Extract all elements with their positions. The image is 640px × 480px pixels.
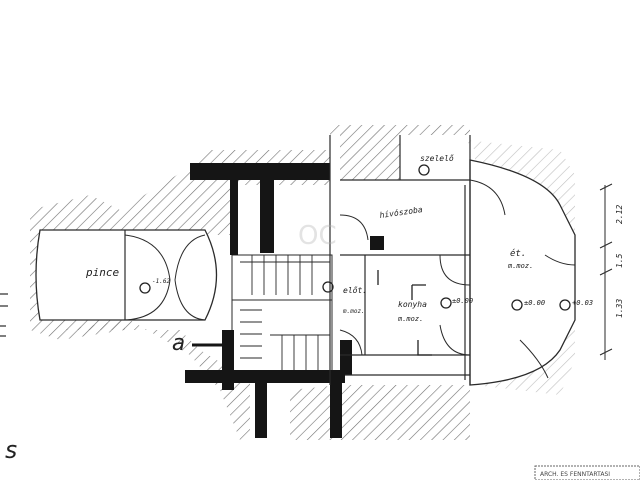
room-label-eloter: előt.	[343, 286, 367, 295]
room-label-etkezo: ét.	[510, 248, 526, 259]
room-floor-konyha: m.moz.	[397, 315, 423, 323]
dimension-label-1: 2.12	[615, 205, 624, 224]
dimension-label-3: 1.33	[615, 299, 624, 318]
room-areas	[35, 159, 576, 386]
level-mark-2: ±0.00	[524, 299, 545, 307]
level-mark-pince: -1.62	[152, 278, 170, 285]
room-floor-eloter: m.moz.	[342, 308, 365, 315]
room-label-konyha: konyha	[398, 300, 427, 309]
dimension-label-2: 1.5	[615, 253, 624, 268]
side-letter-s: s	[4, 436, 18, 464]
staircase	[240, 255, 330, 370]
watermark-logo: OC	[298, 221, 337, 251]
svg-text:ARCH. ES FENNTARTASI: ARCH. ES FENNTARTASI	[540, 471, 610, 478]
dimension-line	[599, 183, 613, 360]
door-swings	[124, 179, 576, 379]
fixtures	[139, 164, 571, 356]
svg-text:OC: OC	[298, 221, 337, 251]
margin-ticks	[0, 293, 8, 337]
partition-lines	[124, 135, 471, 385]
room-floor-etkezo: m.moz.	[507, 262, 533, 270]
structural-walls	[185, 163, 384, 438]
level-mark-3: +0.03	[572, 299, 593, 307]
level-mark-1: ±0.00	[452, 297, 473, 305]
room-label-szelelo: szelelő	[420, 154, 454, 163]
archive-stamp: ARCH. ES FENNTARTASI	[534, 465, 640, 480]
section-letter-a: a	[172, 331, 185, 356]
room-label-pince: pince	[85, 266, 119, 279]
